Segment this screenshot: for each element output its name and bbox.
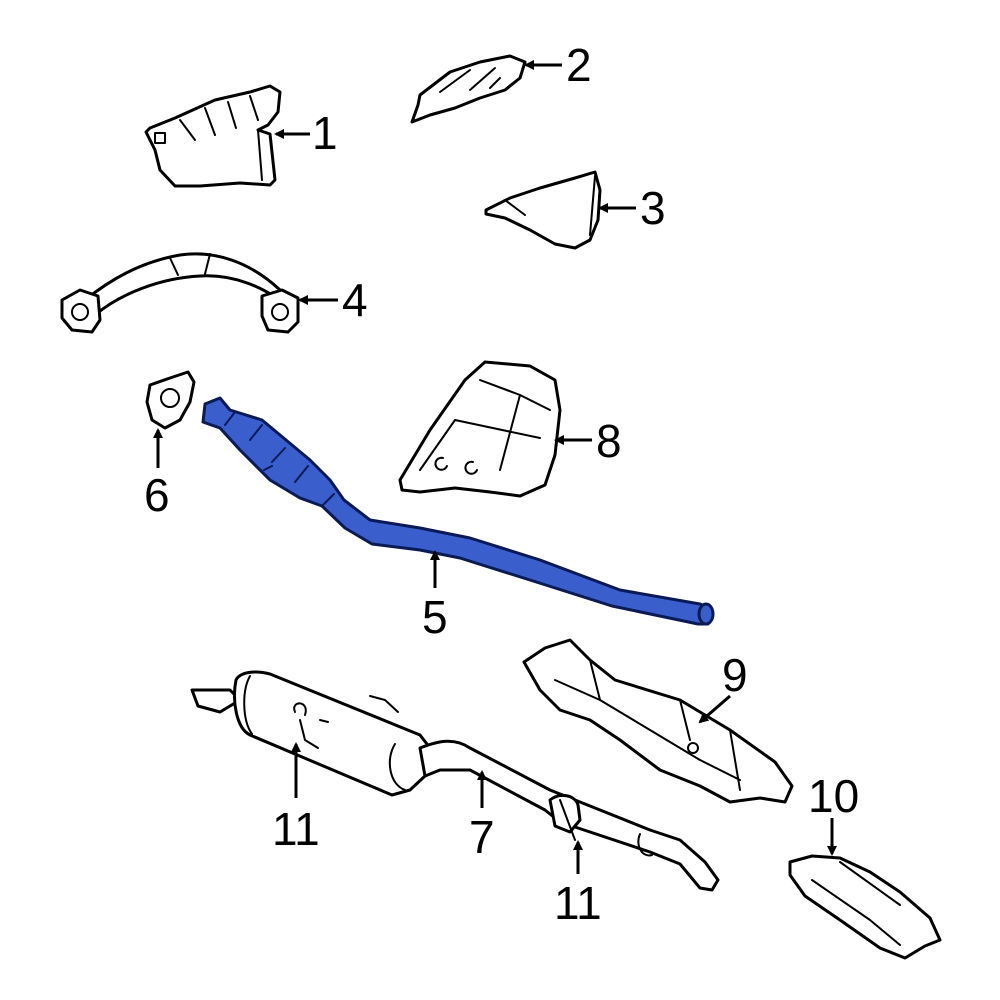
callout-4: 4 <box>342 274 368 326</box>
leader-lines <box>153 60 837 874</box>
part-7-muffler-assembly[interactable] <box>190 670 720 892</box>
callout-7: 7 <box>469 811 495 863</box>
callout-3: 3 <box>640 182 666 234</box>
callout-1: 1 <box>312 107 338 159</box>
part-8-heat-shield[interactable] <box>398 360 562 498</box>
part-9-heat-shield[interactable] <box>522 638 794 804</box>
part-3-heat-shield[interactable] <box>484 170 602 250</box>
part-2-upper-shield[interactable] <box>410 54 527 124</box>
callout-10: 10 <box>808 770 860 822</box>
callout-6: 6 <box>144 469 170 521</box>
callout-11-front: 11 <box>272 803 320 855</box>
part-1-manifold-shield[interactable] <box>144 84 282 188</box>
callout-8: 8 <box>596 415 622 467</box>
callout-11-rear: 11 <box>554 877 602 929</box>
leader-9 <box>698 694 731 724</box>
part-5-converter-pipe[interactable] <box>201 396 715 626</box>
part-6-gasket[interactable] <box>145 370 196 430</box>
part-10-heat-shield[interactable] <box>788 854 942 960</box>
callout-2: 2 <box>566 39 592 91</box>
callout-5: 5 <box>422 591 448 643</box>
callout-9: 9 <box>722 649 748 701</box>
part-4-front-pipe[interactable] <box>60 252 300 334</box>
